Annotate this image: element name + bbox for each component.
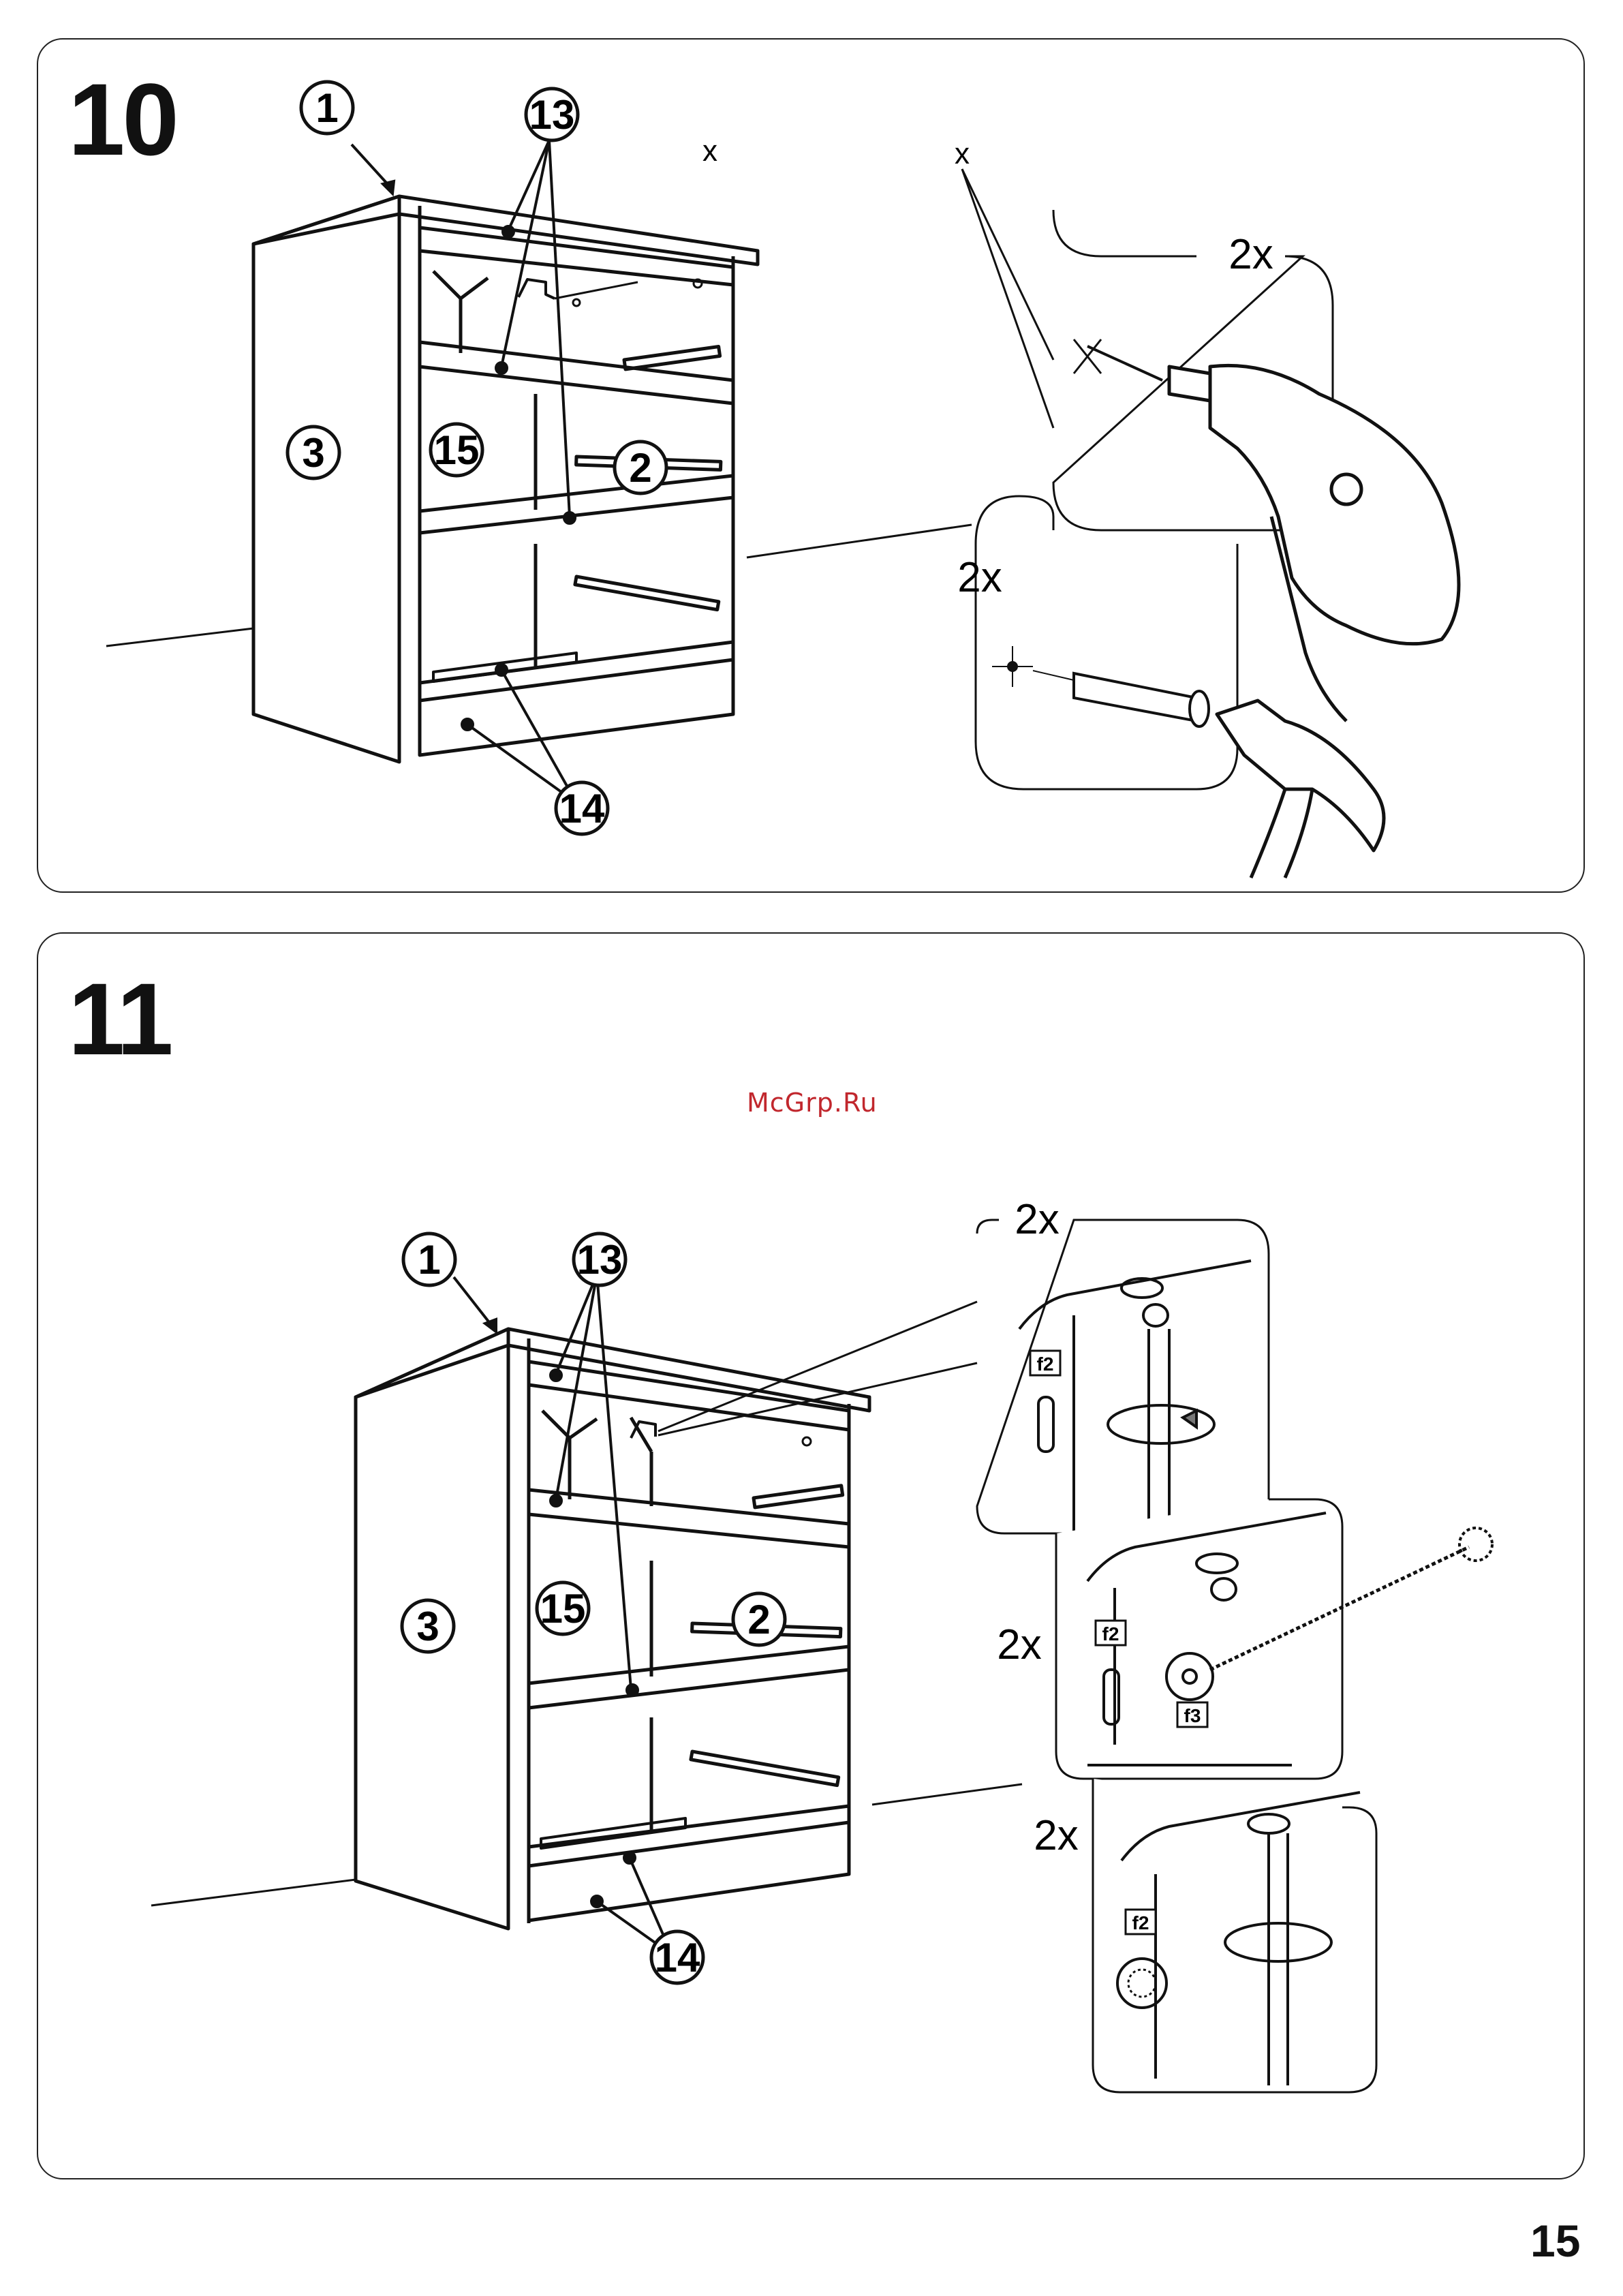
multiplier-anchor: 2x <box>957 554 1002 601</box>
step-11-panel: 11 <box>37 932 1585 2179</box>
callout-3: 3 <box>302 430 324 476</box>
part-label-f2: f2 <box>1132 1912 1149 1933</box>
multiplier-drill: 2x <box>1228 231 1273 278</box>
detail-bubble-2: 2x f2 f3 <box>997 1499 1492 1779</box>
callout-13: 13 <box>577 1237 623 1283</box>
callout-15: 15 <box>540 1586 586 1632</box>
step-11-illustration: 1 13 3 15 2 14 2x <box>38 934 1586 2181</box>
callout-15: 15 <box>434 427 480 473</box>
callout-14: 14 <box>559 786 605 831</box>
x-mark: x <box>955 137 970 170</box>
part-label-f2: f2 <box>1037 1353 1054 1375</box>
step-10-illustration: 1 13 3 15 2 14 x x 2x <box>38 40 1586 894</box>
callout-1: 1 <box>315 85 338 131</box>
page-number: 15 <box>1530 2215 1580 2267</box>
wall-plug-icon <box>992 646 1209 726</box>
callout-2: 2 <box>629 445 651 491</box>
part-label-f3: f3 <box>1184 1705 1201 1726</box>
detail-bubble-1: 2x f2 <box>977 1196 1269 1533</box>
part-label-f2: f2 <box>1102 1623 1119 1644</box>
detail-bubble-3: 2x f2 <box>1034 1779 1376 2092</box>
callout-13: 13 <box>529 92 575 138</box>
watermark: McGrp.Ru <box>747 1088 878 1118</box>
multiplier-cover: 2x <box>1034 1812 1078 1859</box>
hammer-icon <box>1217 701 1384 878</box>
step-10-panel: 10 <box>37 38 1585 893</box>
multiplier-plug: 2x <box>997 1621 1041 1668</box>
multiplier-screw: 2x <box>1015 1196 1059 1243</box>
callout-1: 1 <box>418 1237 440 1283</box>
callout-14: 14 <box>655 1935 700 1980</box>
callout-2: 2 <box>747 1597 770 1642</box>
x-mark: x <box>702 134 717 168</box>
callout-3: 3 <box>416 1604 439 1649</box>
